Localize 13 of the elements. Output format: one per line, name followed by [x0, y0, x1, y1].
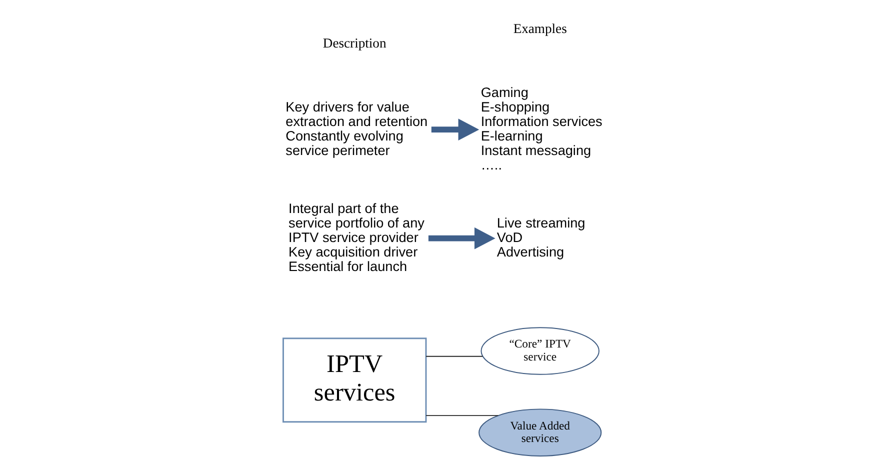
label: Description [322, 36, 386, 51]
connector [426, 356, 483, 357]
node-ellipse: Value Added services [478, 408, 602, 456]
node-text: Integral part of the service portfolio of any IPTV service provider Key acquisition driver Essential for launch [288, 200, 424, 274]
node-text: Gaming E-shopping Information services E-learning Instant messaging ….. [480, 84, 602, 173]
arrow [431, 118, 480, 141]
node-text: Live streaming VoD Advertising [496, 215, 586, 260]
connector [426, 415, 499, 416]
label: Examples [513, 21, 567, 36]
node-box: IPTV services [282, 338, 427, 423]
node-text: Key drivers for value extraction and retention Constantly evolving service perimeter [286, 99, 428, 158]
arrow [428, 227, 496, 250]
node-ellipse: “Core” IPTV service [480, 327, 600, 375]
